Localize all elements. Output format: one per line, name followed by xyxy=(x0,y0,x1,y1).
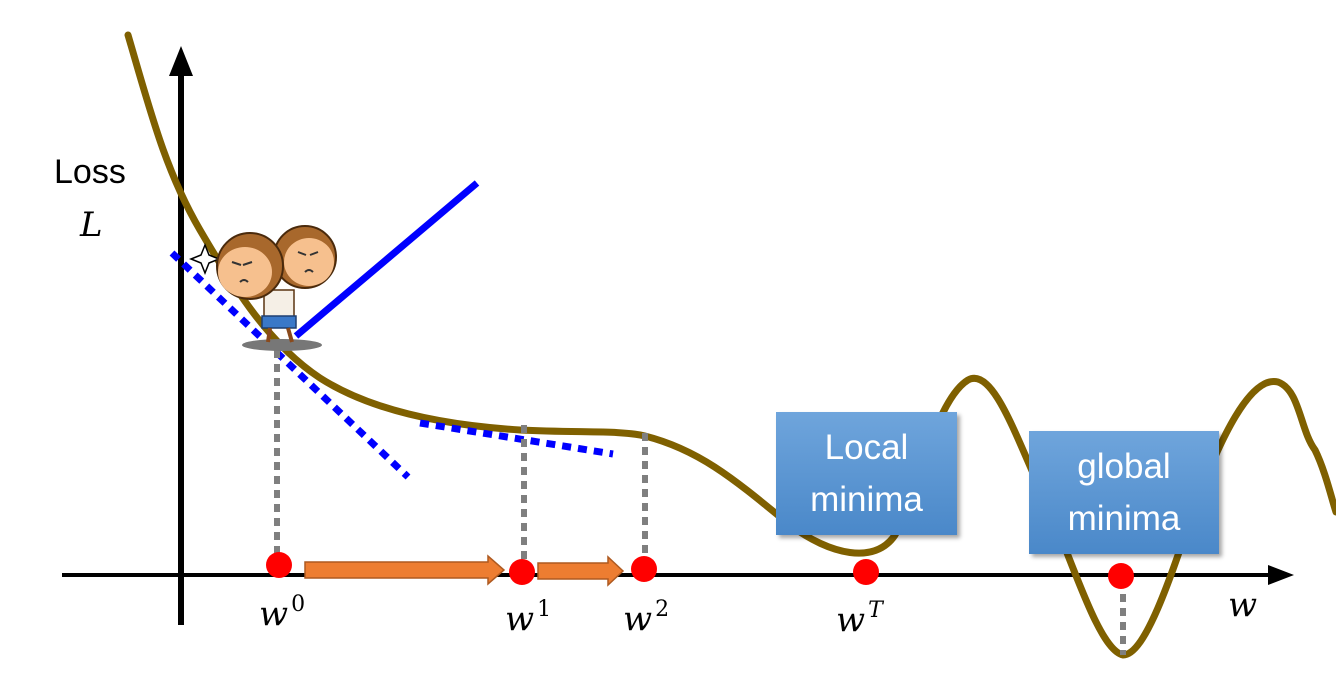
point-w2 xyxy=(631,556,657,582)
tangent-line-dotted-w1 xyxy=(419,419,614,458)
global-minima-line2: minima xyxy=(1067,498,1181,538)
label-wT-sup: T xyxy=(868,598,883,623)
global-minima-line1: global xyxy=(1077,446,1171,486)
point-w1 xyxy=(509,559,535,585)
step-arrow-1 xyxy=(304,554,506,586)
step-arrow-2 xyxy=(537,555,625,587)
point-wT xyxy=(853,559,879,585)
monkey-character-icon xyxy=(188,225,337,351)
y-axis-label-loss: Loss xyxy=(54,153,126,191)
y-axis-label-L: L xyxy=(80,205,103,245)
x-axis-label-w: w xyxy=(1228,585,1258,625)
label-wT-base: w xyxy=(836,600,866,640)
tangent-line-solid xyxy=(293,180,480,339)
local-minima-line1: Local xyxy=(824,427,909,467)
label-w1-base: w xyxy=(505,599,535,639)
y-axis-arrowhead xyxy=(169,46,193,76)
label-w0-base: w xyxy=(259,594,289,634)
label-w1-sup: 1 xyxy=(537,597,552,622)
label-w2-base: w xyxy=(623,599,653,639)
point-global xyxy=(1108,563,1134,589)
label-w2-sup: 2 xyxy=(655,597,670,622)
global-minima-box: global minima xyxy=(1029,431,1219,554)
tangent-line-dotted-w0 xyxy=(169,250,411,480)
local-minima-line2: minima xyxy=(810,479,923,519)
local-minima-box: Local minima xyxy=(776,412,957,535)
x-axis-arrowhead xyxy=(1268,565,1294,585)
label-w0-sup: 0 xyxy=(291,592,306,617)
point-w0 xyxy=(266,552,292,578)
